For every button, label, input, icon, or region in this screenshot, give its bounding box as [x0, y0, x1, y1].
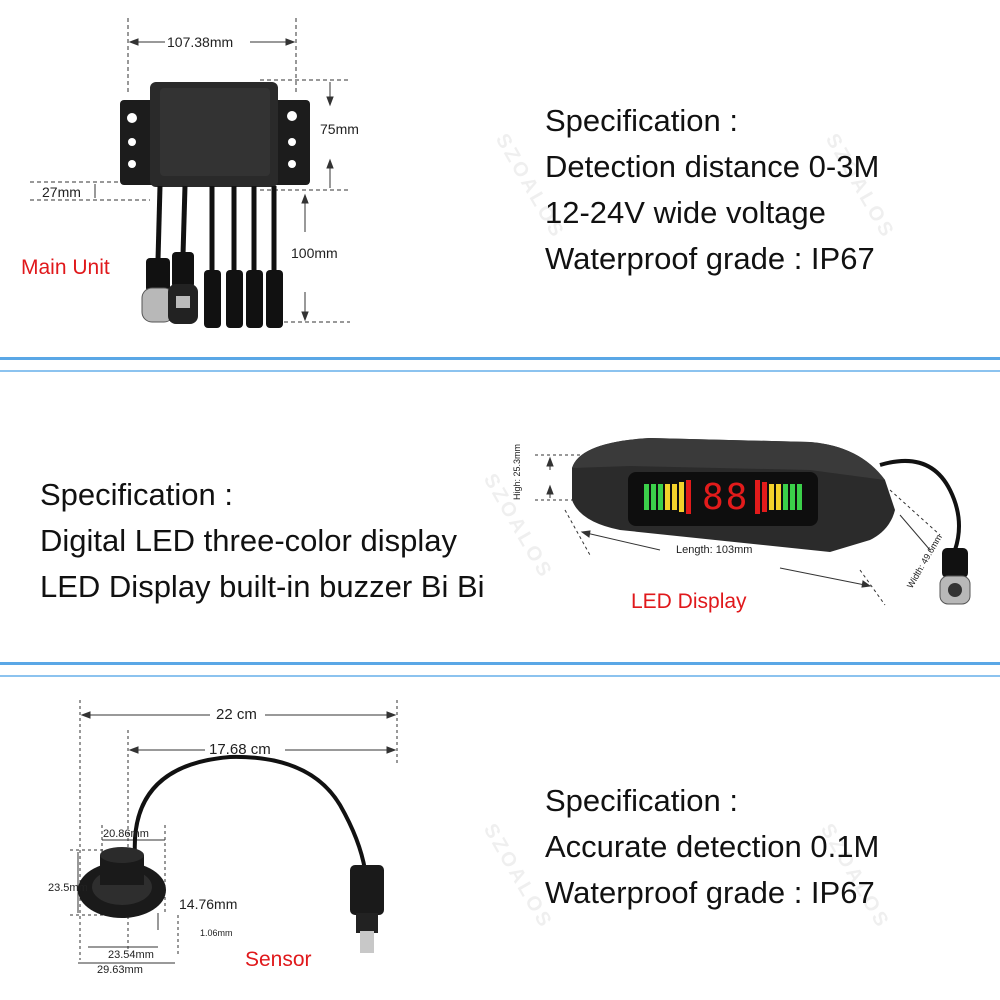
spec-line: Digital LED three-color display [40, 523, 457, 558]
led-bars-right [755, 480, 802, 514]
dim-lip-label: 1.06mm [200, 928, 233, 938]
dim-length-label: Length: 103mm [676, 544, 753, 556]
spec-heading: Specification : [545, 783, 738, 818]
sensor-image [70, 700, 398, 964]
dim-height-label: 75mm [320, 121, 359, 137]
spec-line: Waterproof grade : IP67 [545, 875, 875, 910]
dim-depth-label: 14.76mm [179, 896, 238, 912]
dim-depth-label: 27mm [42, 184, 81, 200]
dim-cable-label: 100mm [291, 245, 338, 261]
led-display-image [535, 438, 971, 606]
spec-heading: Specification : [40, 477, 233, 512]
dim-overall-label: 22 cm [216, 706, 257, 723]
sensor-spec: Specification : Accurate detection 0.1M … [545, 778, 879, 916]
led-display-spec: Specification : Digital LED three-color … [40, 472, 485, 610]
dim-outer-label: 29.63mm [97, 964, 143, 976]
sensor-caption: Sensor [245, 948, 312, 971]
main-unit-caption: Main Unit [21, 256, 110, 279]
dim-cable-label: 17.68 cm [209, 741, 271, 758]
spec-line: Accurate detection 0.1M [545, 829, 880, 864]
spec-heading: Specification : [545, 103, 738, 138]
divider-bottom-1 [0, 662, 1000, 665]
main-unit-spec: Specification : Detection distance 0-3M … [545, 98, 879, 282]
spec-line: 12-24V wide voltage [545, 195, 826, 230]
dim-top-label: 20.86mm [103, 828, 149, 840]
divider-top-2 [0, 370, 1000, 372]
led-bars-left [644, 480, 691, 514]
led-digits: 88 [702, 477, 750, 518]
spec-line: LED Display built-in buzzer Bi Bi [40, 569, 485, 604]
spec-line: Waterproof grade : IP67 [545, 241, 875, 276]
divider-top-1 [0, 357, 1000, 360]
main-unit-image [30, 18, 350, 328]
led-display-caption: LED Display [631, 590, 747, 613]
dim-width-label: 107.38mm [167, 34, 234, 50]
dim-height-label: 23.5mm [48, 882, 88, 894]
dim-inner-label: 23.54mm [108, 949, 154, 961]
dim-high-label: High: 25.3mm [512, 443, 522, 500]
divider-bottom-2 [0, 675, 1000, 677]
spec-line: Detection distance 0-3M [545, 149, 880, 184]
